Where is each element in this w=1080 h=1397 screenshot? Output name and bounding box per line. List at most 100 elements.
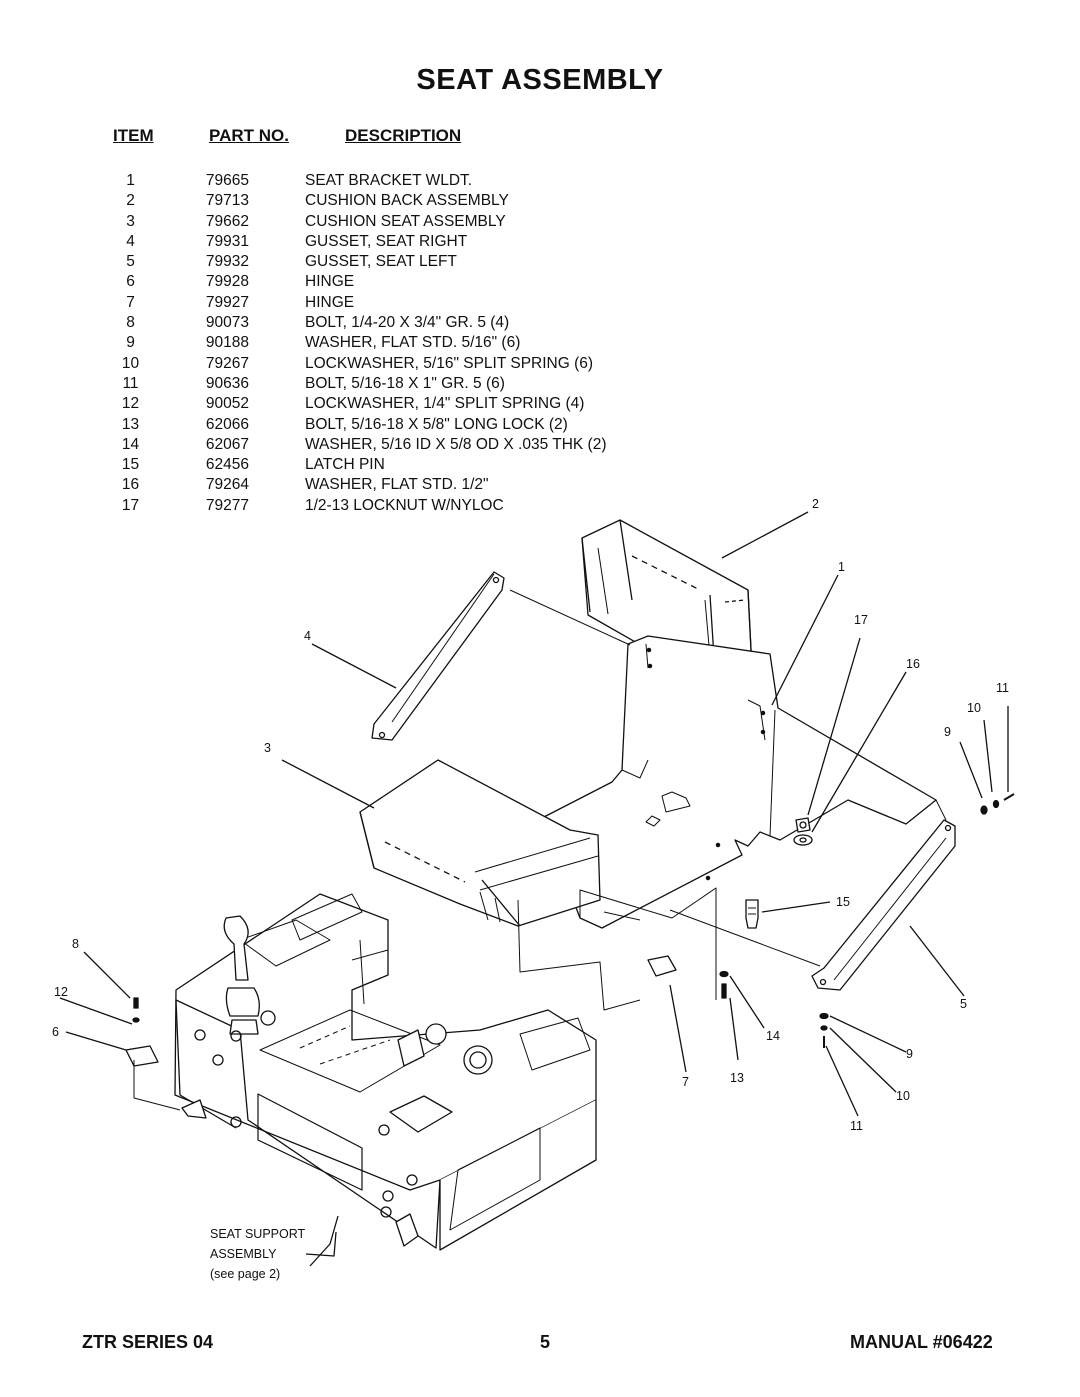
seat-support-assembly [174,893,597,1251]
part-description: CUSHION BACK ASSEMBLY [305,192,509,210]
table-row: 3 79662 CUSHION SEAT ASSEMBLY [100,212,607,232]
table-row: 2 79713 CUSHION BACK ASSEMBLY [100,191,607,211]
table-row: 8 90073 BOLT, 1/4-20 X 3/4" GR. 5 (4) [100,313,607,333]
table-row: 17 79277 1/2-13 LOCKNUT W/NYLOC [100,496,607,516]
footer-manual-number: MANUAL #06422 [850,1332,993,1352]
part-number: 79931 [205,232,249,250]
item-number: 10 [121,354,140,372]
table-row: 16 79264 WASHER, FLAT STD. 1/2" [100,475,607,495]
item-number: 17 [121,496,140,514]
table-row: 10 79267 LOCKWASHER, 5/16" SPLIT SPRING (6… [100,354,607,374]
callout-7: 7 [682,1075,689,1089]
item-number: 9 [126,334,135,352]
control-lever-icon [223,915,260,1035]
part-description: 1/2-13 LOCKNUT W/NYLOC [305,496,504,514]
part-description: GUSSET, SEAT LEFT [305,253,457,271]
part-description: LATCH PIN [305,456,385,474]
part-number: 62067 [205,435,249,453]
callout-11-top: 11 [996,681,1009,695]
item-number: 1 [126,172,135,189]
part-number: 90052 [205,395,249,413]
callout-8: 8 [72,937,79,951]
part-description: CUSHION SEAT ASSEMBLY [305,212,506,230]
part-description: HINGE [305,273,355,291]
part-description: GUSSET, SEAT RIGHT [305,232,468,250]
column-header-part-no: PART NO. [209,126,289,145]
item-number: 13 [121,415,140,433]
part-description: BOLT, 5/16-18 X 5/8" LONG LOCK (2) [305,415,568,433]
part-description: BOLT, 1/4-20 X 3/4" GR. 5 (4) [305,314,510,332]
assembly-projection-lines [133,589,947,1098]
item-number: 11 [122,374,139,392]
callout-14: 14 [766,1029,780,1043]
seat-support-label-line2: ASSEMBLY [210,1247,277,1261]
part-description: WASHER, 5/16 ID X 5/8 OD X .035 THK (2) [305,435,607,453]
callout-9-top: 9 [944,725,951,739]
callout-12: 12 [54,985,68,999]
callout-16: 16 [906,657,920,671]
callout-11-bottom: 11 [850,1119,863,1133]
item-number: 15 [121,456,140,474]
seat-support-note: (see page 2) [210,1267,280,1281]
item-number: 16 [121,476,140,494]
callout-3: 3 [264,741,271,755]
callout-6: 6 [52,1025,59,1039]
part-number: 79713 [205,192,249,210]
part-number: 79267 [205,354,249,372]
part-number: 79264 [205,476,249,494]
part-number: 79928 [205,273,249,291]
item-number: 14 [121,435,140,453]
gusset-seat-left [811,819,956,991]
part-number: 90073 [205,314,249,332]
cushion-seat-assembly [359,759,601,927]
part-description: LOCKWASHER, 1/4" SPLIT SPRING (4) [305,395,585,413]
hinge-item-7 [647,955,677,977]
seat-support-label: SEAT SUPPORT [210,1227,306,1241]
front-bolt-icons [194,1010,418,1218]
fastener-icons [132,793,1015,1048]
gauge-icon [397,1023,493,1075]
part-description: BOLT, 5/16-18 X 1" GR. 5 (6) [305,374,505,392]
part-number: 62456 [205,456,249,474]
table-row: 12 90052 LOCKWASHER, 1/4" SPLIT SPRING (4) [100,394,607,414]
table-row: 4 79931 GUSSET, SEAT RIGHT [100,232,607,252]
item-number: 4 [126,232,135,250]
callout-10-top: 10 [967,701,981,715]
part-description: SEAT BRACKET WLDT. [305,172,473,189]
part-description: WASHER, FLAT STD. 5/16" (6) [305,334,521,352]
page-title: SEAT ASSEMBLY [416,64,664,96]
part-number: 90636 [205,374,249,392]
item-number: 12 [121,395,140,413]
item-number: 5 [126,253,135,271]
table-row: 5 79932 GUSSET, SEAT LEFT [100,252,607,272]
footer-series: ZTR SERIES 04 [82,1332,214,1352]
table-row: 9 90188 WASHER, FLAT STD. 5/16" (6) [100,333,607,353]
item-number: 7 [126,293,135,311]
callout-leader-lines [59,511,1009,1267]
part-number: 90188 [205,334,249,352]
table-row: 14 62067 WASHER, 5/16 ID X 5/8 OD X .035 T… [100,435,607,455]
part-description: LOCKWASHER, 5/16" SPLIT SPRING (6) [305,354,594,372]
column-header-description: DESCRIPTION [345,126,462,145]
part-number: 79932 [205,253,249,271]
part-number: 79662 [205,212,249,230]
table-row: 11 90636 BOLT, 5/16-18 X 1" GR. 5 (6) [100,374,607,394]
item-number: 8 [126,314,135,332]
callout-5: 5 [960,997,967,1011]
part-description: WASHER, FLAT STD. 1/2" [305,476,489,494]
part-number: 79277 [205,496,249,514]
callout-15: 15 [836,895,850,909]
footer-page-number: 5 [540,1332,551,1352]
part-number: 79927 [205,293,249,311]
callout-1: 1 [838,560,845,574]
callout-4: 4 [304,629,311,643]
callout-10-bottom: 10 [896,1089,910,1103]
item-number: 2 [126,192,135,210]
callout-2: 2 [812,497,819,511]
item-number: 3 [126,212,135,230]
